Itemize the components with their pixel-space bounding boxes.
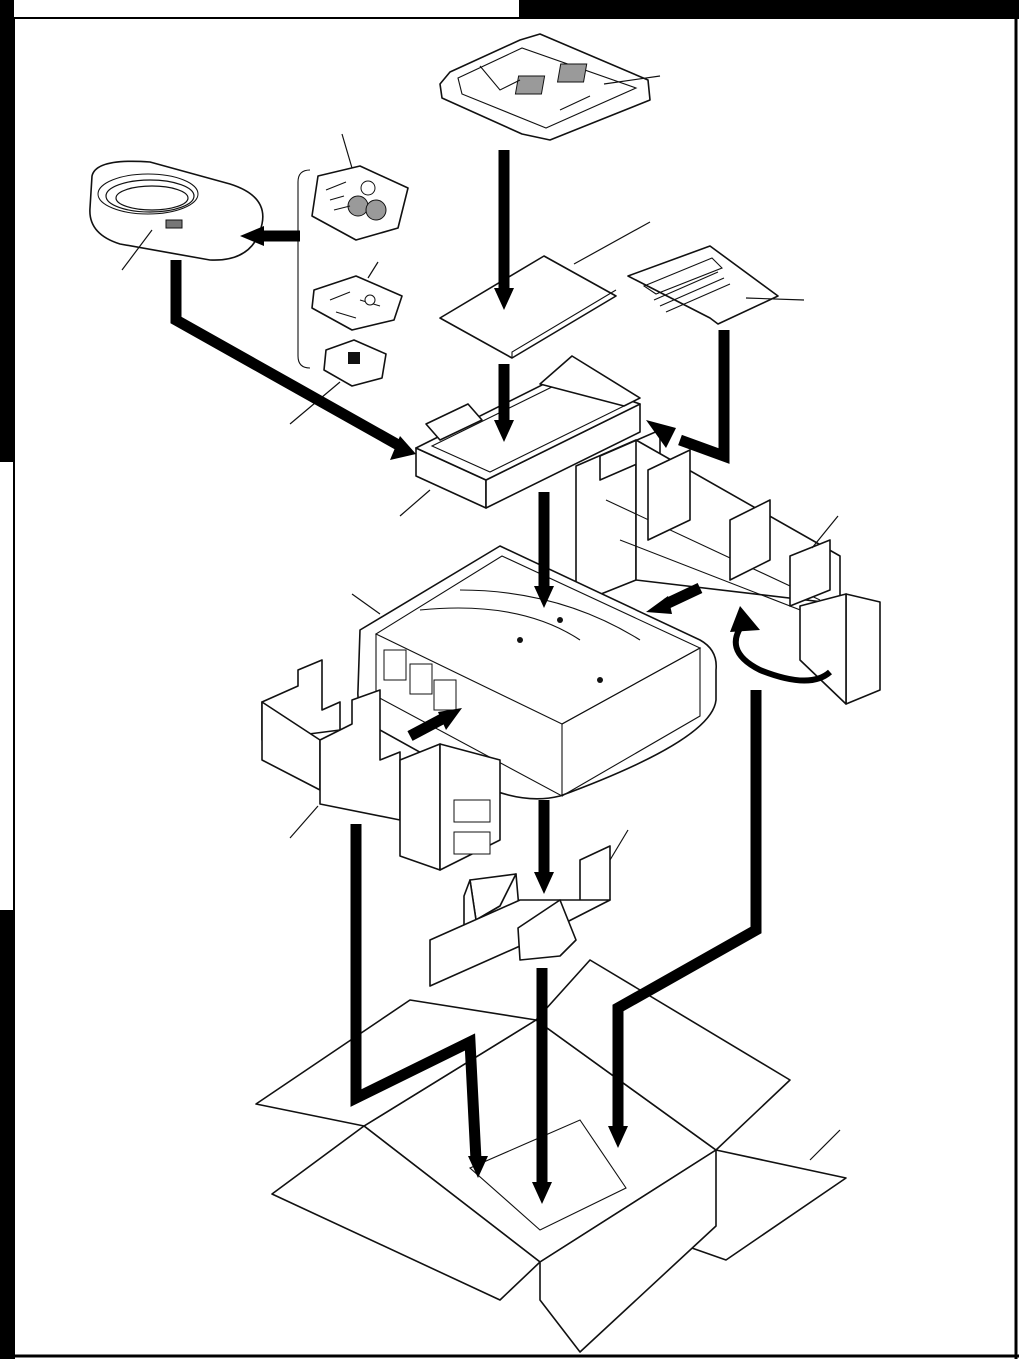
power-cord-bag	[90, 161, 263, 270]
accessory-bags	[290, 134, 408, 424]
top-packing-pad	[440, 34, 660, 140]
document-sheet	[440, 222, 650, 358]
shipping-carton	[256, 960, 846, 1352]
packing-template	[628, 246, 804, 324]
